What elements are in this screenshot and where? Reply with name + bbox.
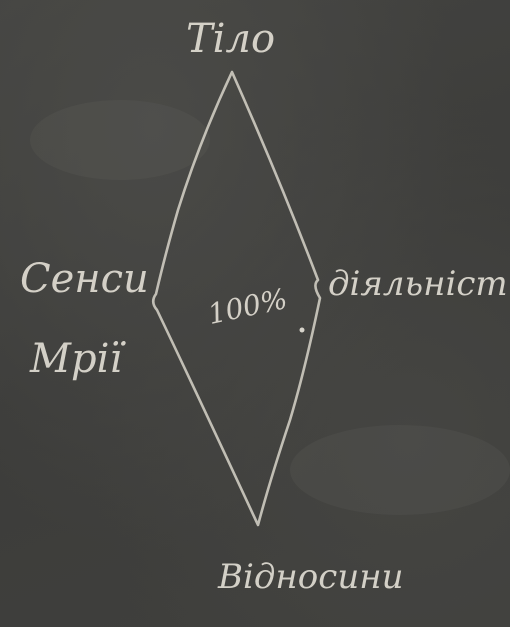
chalk-smudge (290, 425, 510, 515)
diamond-shape (151, 70, 322, 527)
left-label-2: Мрії (29, 336, 126, 382)
center-label: 100% (205, 282, 290, 331)
chalk-dot (299, 327, 305, 333)
top-label: Тіло (186, 16, 275, 62)
bottom-label: Відносини (217, 557, 404, 597)
chalk-smudge (30, 100, 210, 180)
left-label-1: Сенси (20, 256, 149, 302)
right-label: діяльність (328, 264, 510, 304)
